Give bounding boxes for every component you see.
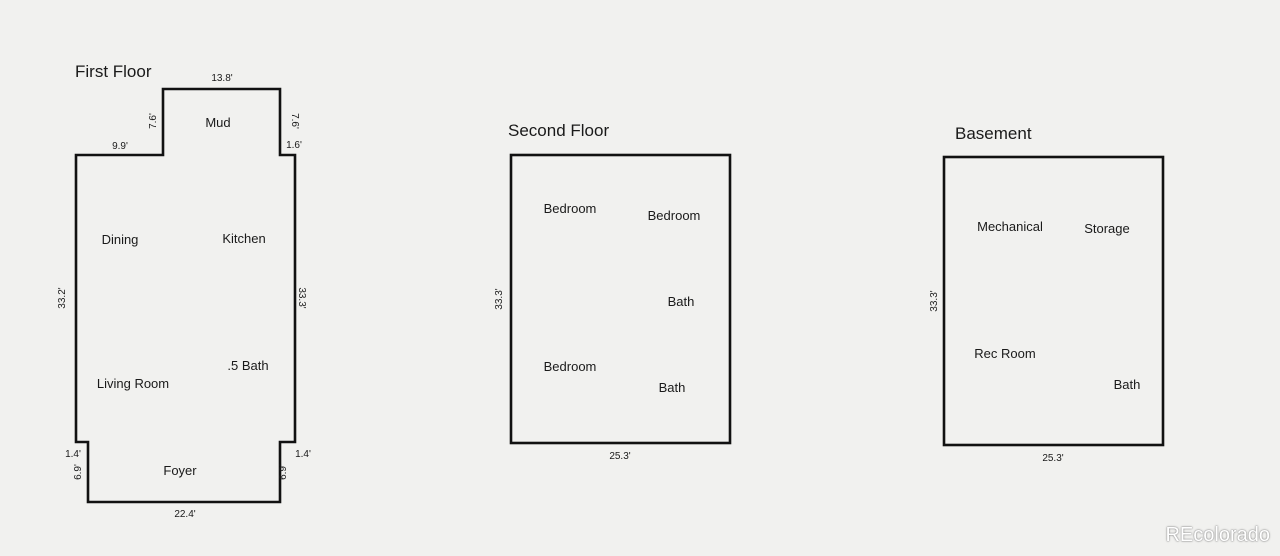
room-label-living-room: Living Room bbox=[97, 376, 169, 391]
room-label-bedroom-2: Bedroom bbox=[648, 208, 701, 223]
second-floor-outline bbox=[509, 153, 732, 445]
basement-dim-left: 33.3' bbox=[929, 290, 940, 311]
first-floor-dim-mud-left: 7.6' bbox=[148, 113, 159, 129]
room-label-bedroom-3: Bedroom bbox=[544, 359, 597, 374]
first-floor-dim-bottom: 22.4' bbox=[174, 509, 195, 520]
room-label-half-bath: .5 Bath bbox=[227, 358, 268, 373]
room-label-storage: Storage bbox=[1084, 221, 1130, 236]
basement-title: Basement bbox=[955, 124, 1032, 143]
room-label-kitchen: Kitchen bbox=[222, 231, 265, 246]
room-label-bedroom-1: Bedroom bbox=[544, 201, 597, 216]
room-label-mud: Mud bbox=[205, 115, 230, 130]
second-floor-plan: Second Floor 33.3' 25.3' Bedroom Bedroom… bbox=[494, 121, 732, 462]
second-floor-dim-bottom: 25.3' bbox=[609, 451, 630, 462]
room-label-foyer: Foyer bbox=[163, 463, 197, 478]
room-label-dining: Dining bbox=[102, 232, 139, 247]
first-floor-title: First Floor bbox=[75, 62, 152, 81]
first-floor-dim-left-step: 9.9' bbox=[112, 141, 128, 152]
basement-outline bbox=[942, 155, 1165, 447]
second-floor-title: Second Floor bbox=[508, 121, 609, 140]
room-label-basement-bath: Bath bbox=[1114, 377, 1141, 392]
first-floor-dim-top: 13.8' bbox=[211, 73, 232, 84]
basement-plan: Basement 33.3' 25.3' Mechanical Storage … bbox=[929, 124, 1165, 464]
second-floor-dim-left: 33.3' bbox=[494, 288, 505, 309]
first-floor-dim-bottom-right-step: 1.4' bbox=[295, 449, 311, 460]
room-label-mechanical: Mechanical bbox=[977, 219, 1043, 234]
basement-dim-bottom: 25.3' bbox=[1042, 453, 1063, 464]
first-floor-dim-bottom-right: 6.9' bbox=[278, 464, 289, 480]
first-floor-plan: First Floor 13.8' 7.6' 7.6' 9.9' 1.6' 33… bbox=[57, 62, 311, 520]
room-label-bath-2: Bath bbox=[659, 380, 686, 395]
first-floor-dim-mud-right: 7.6' bbox=[289, 113, 300, 129]
first-floor-dim-right-step: 1.6' bbox=[286, 140, 302, 151]
room-label-rec-room: Rec Room bbox=[974, 346, 1035, 361]
first-floor-outline bbox=[74, 87, 297, 504]
watermark-logo: REcolorado bbox=[1165, 524, 1270, 546]
room-label-bath-1: Bath bbox=[668, 294, 695, 309]
first-floor-dim-bottom-left: 6.9' bbox=[73, 464, 84, 480]
first-floor-dim-bottom-left-step: 1.4' bbox=[65, 449, 81, 460]
first-floor-dim-right: 33.3' bbox=[296, 287, 307, 308]
first-floor-dim-left: 33.2' bbox=[57, 287, 68, 308]
